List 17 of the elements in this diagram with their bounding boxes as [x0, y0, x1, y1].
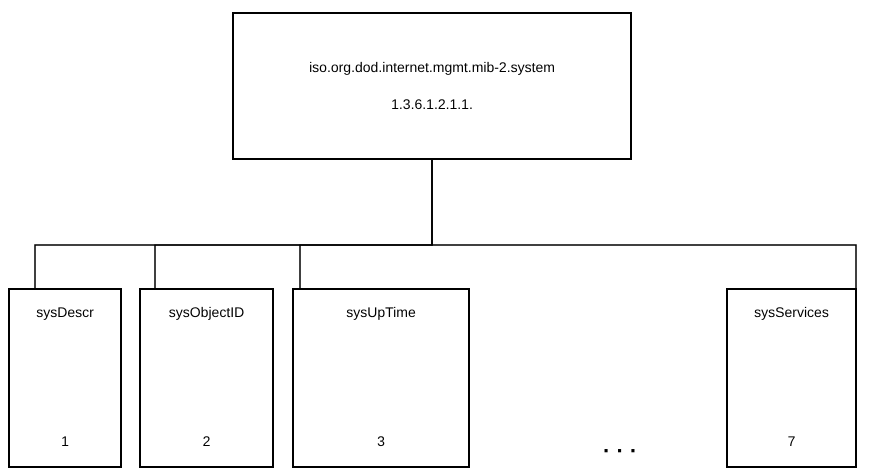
object-path: iso.org.dod.internet.mgmt.mib-2.system	[309, 58, 555, 76]
child-box	[726, 288, 857, 468]
child-box	[292, 288, 470, 468]
object-name: sysServices	[754, 304, 829, 322]
object-name: sysUpTime	[346, 304, 416, 322]
child-box	[8, 288, 122, 468]
object-name: sysObjectID	[168, 304, 244, 322]
child-box	[139, 288, 274, 468]
object-number: 3	[377, 432, 385, 450]
parent-box	[232, 12, 632, 160]
object-number: 7	[788, 432, 796, 450]
connector-line	[431, 160, 857, 288]
object-name: sysDescr	[36, 304, 94, 322]
object-id: 1.3.6.1.2.1.1.	[391, 96, 473, 114]
ellipsis: · · ·	[603, 440, 638, 462]
object-number: 2	[202, 432, 210, 450]
object-number: 1	[61, 432, 69, 450]
